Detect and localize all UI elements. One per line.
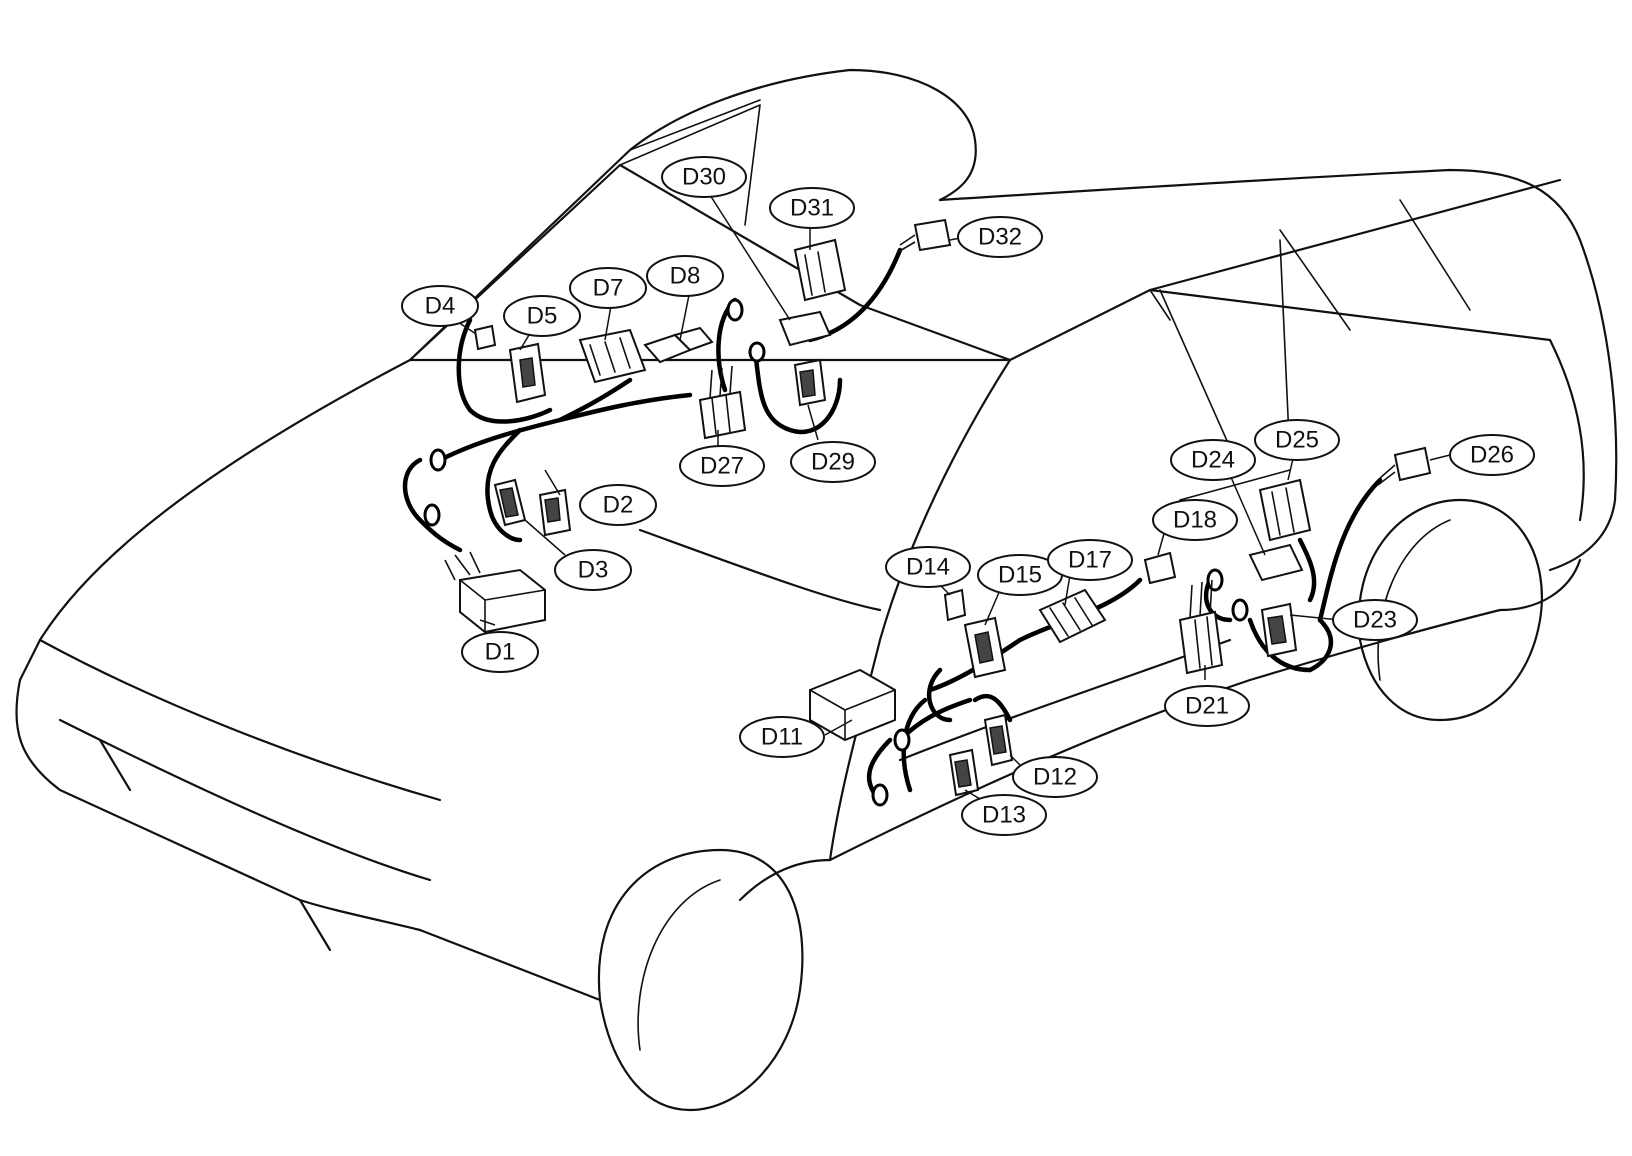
callout-d13: D13 <box>961 794 1047 836</box>
connector-d13-body <box>948 748 980 797</box>
callout-labels: D4 D5 D7 D8 D2 D3 D1 D27 <box>401 156 1535 836</box>
callout-d17: D17 <box>1047 539 1133 581</box>
callout-d7: D7 <box>569 267 647 309</box>
connector-d24-body <box>1248 543 1304 582</box>
callout-label: D26 <box>1470 442 1514 469</box>
connector-d26-body <box>1377 446 1432 486</box>
connector-d15-body <box>963 616 1007 679</box>
callout-d29: D29 <box>790 441 876 483</box>
callout-label: D21 <box>1185 693 1229 720</box>
connector-d25-body <box>1258 478 1312 542</box>
callout-label: D4 <box>425 293 456 320</box>
callout-label: D13 <box>982 802 1026 829</box>
connector-d11-body <box>809 668 896 742</box>
callout-label: D5 <box>527 303 558 330</box>
callout-label: D29 <box>811 449 855 476</box>
callout-label: D1 <box>485 639 516 666</box>
connector-d7-body <box>578 328 647 384</box>
callout-d14: D14 <box>885 546 971 588</box>
callout-d4: D4 <box>401 285 479 327</box>
callout-label: D23 <box>1353 607 1397 634</box>
connectors <box>444 218 1432 797</box>
callout-label: D27 <box>700 453 744 480</box>
callout-d3: D3 <box>554 549 632 591</box>
connector-d18-body <box>1143 551 1177 585</box>
callout-label: D7 <box>593 275 624 302</box>
callout-label: D2 <box>603 492 634 519</box>
connector-d5-body <box>508 342 547 404</box>
callout-d32: D32 <box>957 216 1043 258</box>
callout-label: D14 <box>906 554 950 581</box>
callout-label: D3 <box>578 557 609 584</box>
callout-d12: D12 <box>1012 756 1098 798</box>
callout-d21: D21 <box>1164 685 1250 727</box>
callout-d11: D11 <box>739 716 825 758</box>
callout-d8: D8 <box>646 255 724 297</box>
callout-d5: D5 <box>503 295 581 337</box>
callout-d1: D1 <box>461 631 539 673</box>
connector-d4-body <box>473 324 497 351</box>
callout-d2: D2 <box>579 484 657 526</box>
connector-d27-body <box>698 365 747 440</box>
connector-d12-body <box>983 713 1014 767</box>
callout-label: D31 <box>790 195 834 222</box>
connector-d14-body <box>943 588 967 622</box>
callout-label: D12 <box>1033 764 1077 791</box>
callout-d26: D26 <box>1449 434 1535 476</box>
callout-label: D25 <box>1275 427 1319 454</box>
callout-d31: D31 <box>769 187 855 229</box>
callout-d25: D25 <box>1254 419 1340 461</box>
callout-d30: D30 <box>661 156 747 198</box>
connector-d30-body <box>778 310 832 347</box>
callout-label: D11 <box>761 724 803 751</box>
connector-d3-body <box>493 478 527 527</box>
callout-label: D30 <box>682 164 726 191</box>
callout-label: D24 <box>1191 447 1235 474</box>
callout-d15: D15 <box>977 554 1063 596</box>
connector-d21-body <box>1178 579 1224 675</box>
connector-d31-body <box>793 238 847 302</box>
connector-d32-body <box>897 218 952 253</box>
connector-d23-body <box>1260 602 1298 658</box>
connector-d29-body <box>793 358 827 407</box>
callout-label: D8 <box>670 263 701 290</box>
callout-label: D17 <box>1068 547 1112 574</box>
connector-d8-body <box>643 326 714 364</box>
callout-label: D32 <box>978 224 1022 251</box>
callout-label: D18 <box>1173 507 1217 534</box>
callout-d24: D24 <box>1170 439 1256 481</box>
callout-d27: D27 <box>679 445 765 487</box>
callout-d18: D18 <box>1152 499 1238 541</box>
connector-d17-body <box>1038 588 1107 644</box>
connector-d1-body <box>444 551 546 634</box>
callout-label: D15 <box>998 562 1042 589</box>
callout-d23: D23 <box>1332 599 1418 641</box>
wiring-harness <box>402 247 1383 803</box>
connector-d2-body <box>538 488 572 537</box>
